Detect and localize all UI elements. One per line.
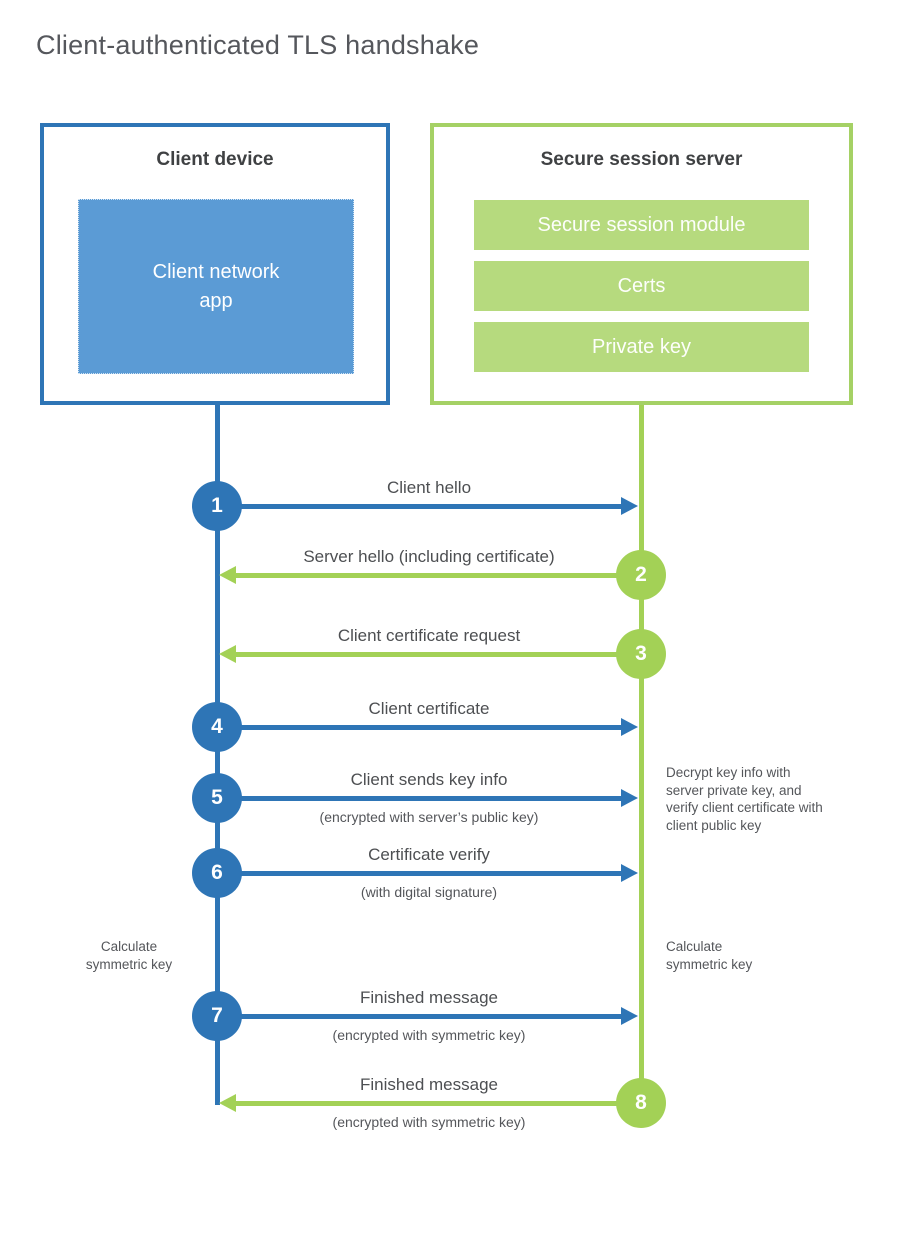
arrowhead-right-icon [621,864,638,882]
step-8-sublabel: (encrypted with symmetric key) [332,1114,526,1130]
arrowhead-right-icon [621,789,638,807]
step-8-number: 8 [635,1091,647,1114]
step-6-arrow [240,871,621,876]
arrowhead-right-icon [621,497,638,515]
certs-bar: Certs [474,261,809,311]
step-5-number: 5 [211,786,223,809]
step-3-arrow [236,652,618,657]
step-6-label: Certificate verify [368,845,490,864]
step-6-circle: 6 [192,848,242,898]
step-5-sublabel: (encrypted with server’s public key) [319,809,539,825]
step-7-label: Finished message [360,988,498,1007]
step-3-label: Client certificate request [337,626,521,645]
arrowhead-left-icon [219,645,236,663]
step-8-label: Finished message [360,1075,498,1094]
server-title: Secure session server [540,149,743,170]
step-4-label: Client certificate [368,699,490,718]
decrypt-annotation: Decrypt key info with server private key… [666,765,823,833]
step-1-label: Client hello [386,478,472,497]
certs-label: Certs [617,274,666,297]
server-lifeline [639,405,644,1111]
secure-session-module-bar: Secure session module [474,200,809,250]
private-key-bar: Private key [474,322,809,372]
secure-session-module-label: Secure session module [537,213,746,236]
client-lifeline [215,405,220,1105]
step-6-number: 6 [211,861,223,884]
step-4-circle: 4 [192,702,242,752]
step-5-arrow [240,796,621,801]
step-8-arrow [236,1101,618,1106]
step-4-number: 4 [211,715,223,738]
arrowhead-left-icon [219,1094,236,1112]
step-2-arrow [236,573,618,578]
arrowhead-right-icon [621,1007,638,1025]
step-1-number: 1 [211,494,223,517]
step-3-number: 3 [635,642,647,665]
step-6-sublabel: (with digital signature) [360,884,498,900]
step-7-number: 7 [211,1004,223,1027]
step-5-label: Client sends key info [350,770,508,789]
step-7-circle: 7 [192,991,242,1041]
step-1-arrow [240,504,621,509]
calculate-symmetric-key-left-annotation: Calculate symmetric key [85,939,173,972]
client-device-title: Client device [156,149,274,170]
arrowhead-right-icon [621,718,638,736]
client-network-app-box: Client network app [78,199,354,374]
step-4-arrow [240,725,621,730]
step-2-circle: 2 [616,550,666,600]
step-3-circle: 3 [616,629,666,679]
calculate-symmetric-key-right-annotation: Calculate symmetric key [666,939,753,972]
client-network-app-label: Client network app [152,260,280,312]
step-1-circle: 1 [192,481,242,531]
step-2-label: Server hello (including certificate) [303,547,555,566]
step-2-number: 2 [635,563,647,586]
arrowhead-left-icon [219,566,236,584]
diagram-title: Client-authenticated TLS handshake [36,30,480,60]
step-8-circle: 8 [616,1078,666,1128]
step-7-arrow [240,1014,621,1019]
step-7-sublabel: (encrypted with symmetric key) [332,1027,526,1043]
step-5-circle: 5 [192,773,242,823]
private-key-label: Private key [592,335,691,358]
